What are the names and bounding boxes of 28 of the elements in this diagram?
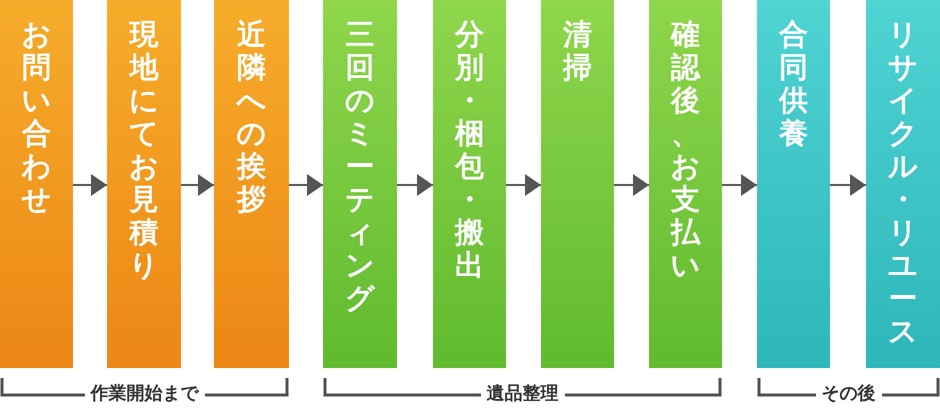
step-label: お問い合わせ bbox=[22, 18, 52, 216]
step-box bbox=[323, 0, 397, 368]
step-box bbox=[649, 0, 722, 368]
step-label: 清掃 bbox=[562, 18, 592, 84]
step-label: 分別・梱包・搬出 bbox=[454, 18, 484, 282]
arrow bbox=[181, 174, 214, 196]
step-label: リサイクル・リユース bbox=[888, 18, 918, 348]
step-box bbox=[866, 0, 940, 368]
arrow bbox=[397, 174, 433, 196]
step-box bbox=[214, 0, 289, 368]
step-box bbox=[107, 0, 181, 368]
step-box bbox=[433, 0, 506, 368]
step-box bbox=[541, 0, 614, 368]
arrow bbox=[73, 174, 107, 196]
step-label: 三回のミーティング bbox=[345, 18, 375, 315]
arrow bbox=[830, 174, 866, 196]
group-label: その後 bbox=[816, 383, 882, 405]
arrow bbox=[289, 174, 323, 196]
step-label: 現地にてお見積り bbox=[129, 18, 159, 282]
step-box bbox=[0, 0, 73, 368]
arrow bbox=[506, 174, 541, 196]
group-label: 作業開始まで bbox=[84, 383, 204, 405]
step-label: 近隣への挨拶 bbox=[236, 18, 266, 216]
step-box bbox=[757, 0, 830, 368]
step-label: 合同供養 bbox=[778, 18, 808, 150]
arrow bbox=[722, 174, 757, 196]
step-label: 確認後、お支払い bbox=[670, 18, 700, 282]
arrow bbox=[614, 174, 649, 196]
